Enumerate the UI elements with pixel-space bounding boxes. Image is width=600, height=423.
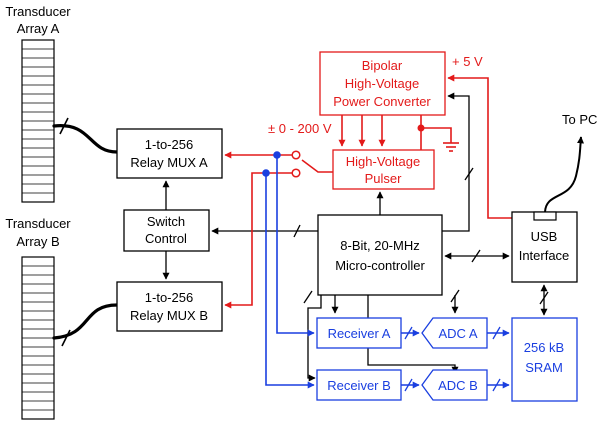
adc-b: ADC B (421, 369, 488, 401)
transducer-array-b: Transducer Array B (5, 216, 71, 420)
receiver-b-box (316, 369, 402, 401)
pulse-to-mux-b-arrow (224, 172, 292, 309)
adc-b-bus-mark (492, 378, 501, 392)
switch-contact-a (291, 150, 301, 160)
array-b-cable (52, 303, 119, 340)
adc-a: ADC A (421, 317, 488, 349)
pulser-line1: High-Voltage (346, 154, 420, 169)
microcontroller: 8-Bit, 20-MHz Micro-controller (317, 214, 443, 296)
relay-mux-b: 1-to-256 Relay MUX B (116, 281, 223, 332)
usb-port-icon (533, 211, 557, 221)
sram-box (511, 317, 578, 402)
array-a-cable-bus-mark (59, 117, 69, 135)
switch-control: Switch Control (123, 209, 210, 252)
sram: 256 kB SRAM (511, 317, 578, 402)
array-b-cable-bus-mark (61, 329, 71, 347)
usb-5v-supply-line (447, 74, 512, 219)
mux-a-line1: 1-to-256 (145, 137, 193, 152)
mcu-usb-bus-mark (471, 249, 481, 263)
mcu-receiver-bus-mark (303, 290, 313, 304)
array-a-element-lines (22, 48, 54, 194)
usb-interface-box (511, 211, 578, 283)
mux-b-line1: 1-to-256 (145, 290, 193, 305)
switch-control-line2: Control (145, 231, 187, 246)
receiver-b-bus-mark (404, 378, 413, 392)
receiver-a-bus-mark (404, 326, 413, 340)
to-pc-label: To PC (562, 112, 597, 127)
adc-b-label: ADC B (438, 378, 478, 393)
ground-wire (421, 127, 452, 143)
microcontroller-line1: 8-Bit, 20-MHz (340, 238, 419, 253)
signal-to-receiver-a (276, 155, 315, 337)
receiver-b: Receiver B (316, 369, 402, 401)
high-voltage-pulser: High-Voltage Pulser (332, 149, 435, 190)
adc-a-label: ADC A (438, 326, 477, 341)
receiver-a-label: Receiver A (328, 326, 391, 341)
array-b-title-line2: Array B (16, 234, 59, 249)
pulser-switch-arm (301, 159, 333, 173)
receiver-b-label: Receiver B (327, 378, 391, 393)
array-b-title-line1: Transducer (5, 216, 71, 231)
signal-to-receiver-b (265, 173, 315, 389)
receiver-a: Receiver A (316, 317, 402, 349)
mcu-to-switch-bus-mark (293, 224, 301, 238)
power-converter-line1: Bipolar (362, 58, 403, 73)
pulser-box (332, 149, 435, 190)
mcu-to-converter-control (442, 92, 470, 232)
power-converter: Bipolar High-Voltage Power Converter (319, 51, 446, 116)
array-a-title-line2: Array A (17, 21, 60, 36)
array-a-title-line1: Transducer (5, 4, 71, 19)
usb-line2: Interface (519, 248, 570, 263)
transducer-array-a: Transducer Array A (5, 4, 71, 203)
plus-5v-label: + 5 V (452, 54, 483, 69)
power-converter-line2: High-Voltage (345, 76, 419, 91)
microcontroller-line2: Micro-controller (335, 258, 425, 273)
pulser-line2: Pulser (365, 171, 403, 186)
receiver-a-box (316, 317, 402, 349)
relay-mux-a: 1-to-256 Relay MUX A (116, 128, 223, 179)
ground-icon (443, 142, 459, 152)
power-converter-line3: Power Converter (333, 94, 431, 109)
mux-a-line2: Relay MUX A (130, 155, 208, 170)
mcu-to-receiver-b-arrow (307, 295, 322, 382)
switch-contact-b (291, 168, 301, 178)
array-b-element-lines (22, 265, 54, 411)
usb-line1: USB (531, 229, 558, 244)
switch-control-line1: Switch (147, 214, 185, 229)
microcontroller-box (317, 214, 443, 296)
voltage-range-label: ± 0 - 200 V (268, 121, 332, 136)
usb-sram-bus-mark (539, 291, 549, 305)
mux-b-line2: Relay MUX B (130, 308, 208, 323)
usb-interface: USB Interface (511, 211, 578, 283)
adc-a-bus-mark (492, 326, 501, 340)
mux-b-box (116, 281, 223, 332)
mux-a-box (116, 128, 223, 179)
sram-line1: 256 kB (524, 340, 564, 355)
sram-line2: SRAM (525, 360, 563, 375)
usb-cable-to-pc (544, 136, 585, 213)
array-a-cable (52, 124, 119, 154)
mcu-to-converter-bus-mark (464, 167, 474, 181)
mcu-adc-bus-mark (450, 289, 460, 303)
